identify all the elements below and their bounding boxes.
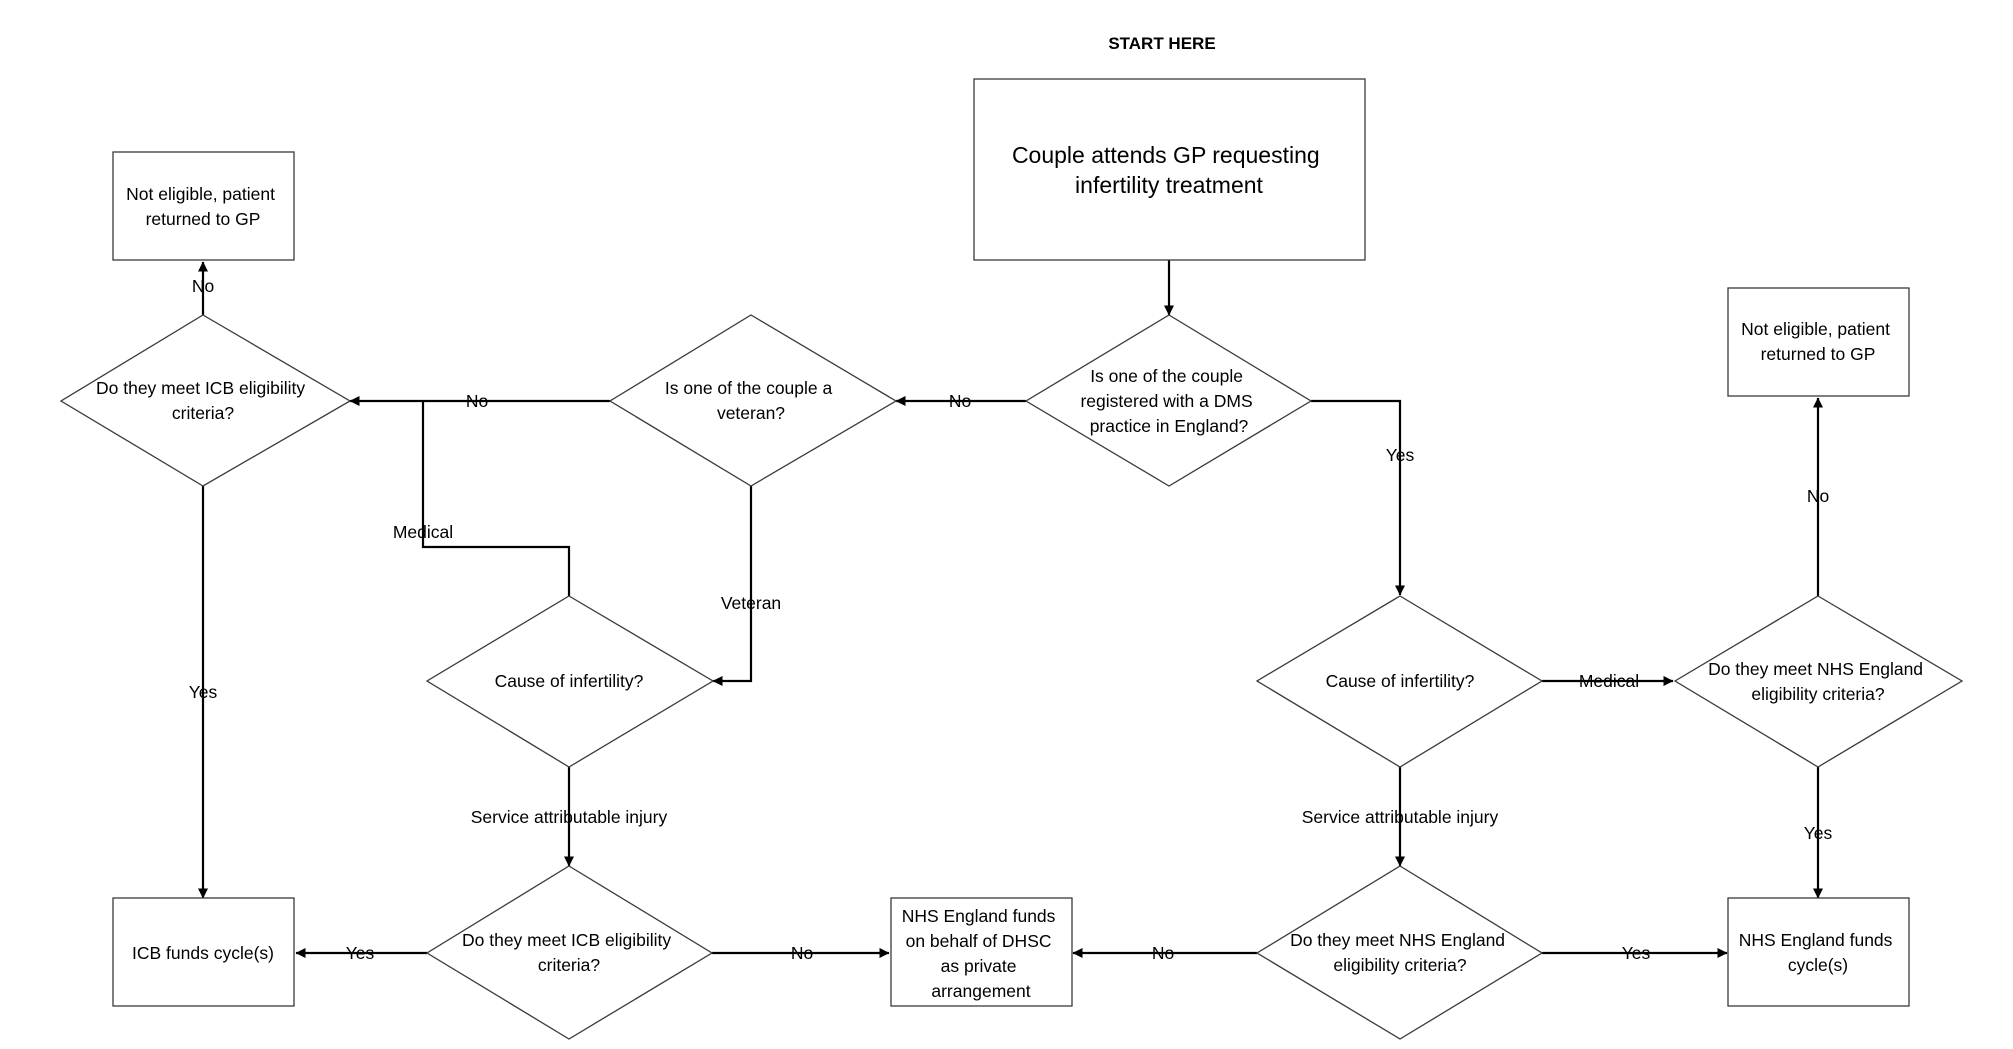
label-icb-bottom-no: No [791,943,813,963]
decision-cause-left: Cause of infertility? [425,595,715,768]
icb-funds-box: ICB funds cycle(s) [112,897,295,1007]
label-icb-bottom-yes: Yes [346,943,375,963]
label-medical-right: Medical [1579,671,1639,691]
connectors [198,260,1823,958]
decision-nhse-eligibility-bottom: Do they meet NHS England eligibility cri… [1255,865,1544,1040]
start-box-text: Couple attends GP requesting infertility… [1012,142,1326,198]
start-here-title: START HERE [1108,34,1215,53]
nhse-funds-box: NHS England funds cycle(s) [1727,897,1910,1007]
not-eligible-right-box: Not eligible, patient returned to GP [1727,287,1910,397]
label-veteran-yes: Veteran [721,593,781,613]
label-service-left: Service attributable injury [471,807,668,827]
decision-veteran-text: Is one of the couple a veteran? [665,378,837,423]
decision-icb-eligibility-bottom: Do they meet ICB eligibility criteria? [425,865,714,1040]
decision-cause-left-text: Cause of infertility? [495,671,644,691]
nhse-private-arrangement-box: NHS England funds on behalf of DHSC as p… [890,897,1073,1007]
edge-labels: No No No Yes Medical Veteran Service att… [189,276,1833,963]
decision-icb-eligibility-bottom-text: Do they meet ICB eligibility criteria? [462,930,676,975]
not-eligible-right-text: Not eligible, patient returned to GP [1741,319,1895,364]
not-eligible-left-box: Not eligible, patient returned to GP [112,151,295,261]
decision-dms-registered: Is one of the couple registered with a D… [1024,314,1313,487]
icb-funds-text: ICB funds cycle(s) [132,943,274,963]
decision-icb-eligibility-top: Do they meet ICB eligibility criteria? [59,314,352,487]
label-nhse-right-no: No [1807,486,1829,506]
label-dms-yes: Yes [1386,445,1415,465]
label-nhse-bottom-no: No [1152,943,1174,963]
not-eligible-left-text: Not eligible, patient returned to GP [126,184,280,229]
label-medical-left: Medical [393,522,453,542]
decision-cause-right-text: Cause of infertility? [1326,671,1475,691]
label-veteran-no: No [466,391,488,411]
decision-nhse-eligibility-bottom-text: Do they meet NHS England eligibility cri… [1290,930,1510,975]
decision-cause-right: Cause of infertility? [1255,595,1544,768]
label-dms-no: No [949,391,971,411]
edge-veteran-to-cause-left [712,486,753,686]
nhse-funds-text: NHS England funds cycle(s) [1739,930,1898,975]
start-box: Couple attends GP requesting infertility… [973,78,1366,261]
decision-dms-registered-text: Is one of the couple registered with a D… [1080,366,1257,436]
decision-icb-eligibility-top-text: Do they meet ICB eligibility criteria? [96,378,310,423]
label-icb-top-yes: Yes [189,682,218,702]
edge-cause-left-medical [421,401,571,596]
decision-veteran: Is one of the couple a veteran? [608,314,898,487]
label-nhse-bottom-yes: Yes [1622,943,1651,963]
label-icb-top-no: No [192,276,214,296]
nhse-private-arrangement-text: NHS England funds on behalf of DHSC as p… [902,906,1061,1001]
label-nhse-right-yes: Yes [1804,823,1833,843]
label-service-right: Service attributable injury [1302,807,1499,827]
edge-dms-to-cause-right [1311,399,1405,596]
decision-nhse-eligibility-right-text: Do they meet NHS England eligibility cri… [1708,659,1928,704]
decision-nhse-eligibility-right: Do they meet NHS England eligibility cri… [1673,595,1964,768]
